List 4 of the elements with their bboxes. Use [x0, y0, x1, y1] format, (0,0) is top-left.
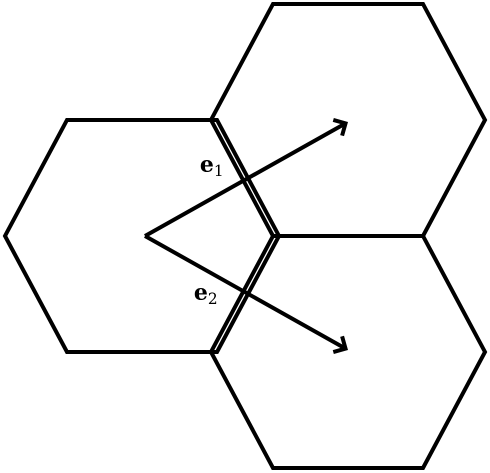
arrow [144, 234, 348, 354]
arrow [144, 118, 348, 238]
edge-label: e$_{2}$ [192, 286, 220, 305]
edge-label: e$_{1}$ [198, 158, 226, 177]
